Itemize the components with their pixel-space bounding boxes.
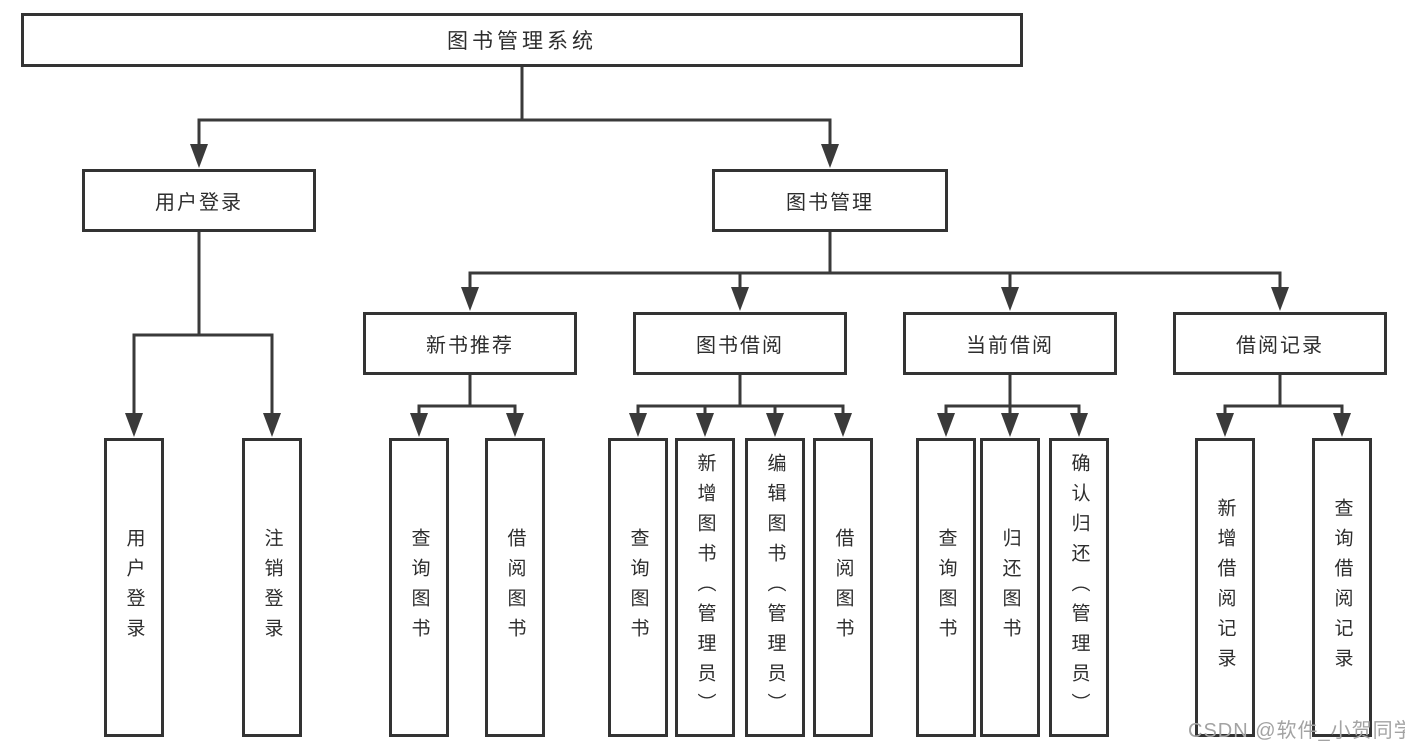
- arrowhead: [461, 287, 479, 311]
- leaf-user-login: 用户登录: [104, 438, 164, 737]
- node-label: 查询图书: [408, 527, 430, 648]
- arrowhead: [821, 144, 839, 168]
- leaf-confirm-return-admin: 确认归还（管理员）: [1049, 438, 1109, 737]
- arrowhead: [766, 413, 784, 437]
- arrowhead: [506, 413, 524, 437]
- node-label: 新书推荐: [426, 335, 514, 357]
- node-label: 查询借阅记录: [1331, 497, 1353, 678]
- arrowhead: [629, 413, 647, 437]
- csdn-watermark: CSDN @软件_小贺同学: [1188, 720, 1405, 742]
- node-label: 查询图书: [627, 527, 649, 648]
- node-label: 用户登录: [123, 527, 145, 648]
- arrowhead: [263, 413, 281, 437]
- node-label: 注销登录: [261, 527, 283, 648]
- leaf-add-book-admin: 新增图书（管理员）: [675, 438, 735, 737]
- arrowhead: [1070, 413, 1088, 437]
- arrowhead: [1333, 413, 1351, 437]
- node-label: 图书管理系统: [447, 30, 597, 53]
- leaf-edit-book-admin: 编辑图书（管理员）: [745, 438, 805, 737]
- leaf-query-books-recommend: 查询图书: [389, 438, 449, 737]
- arrowhead: [1001, 287, 1019, 311]
- arrowhead: [696, 413, 714, 437]
- node-label: 新增图书（管理员）: [694, 452, 716, 723]
- node-label: 确认归还（管理员）: [1068, 452, 1090, 723]
- node-book-borrow: 图书借阅: [633, 312, 847, 375]
- node-new-book-recommend: 新书推荐: [363, 312, 577, 375]
- node-root-system: 图书管理系统: [21, 13, 1023, 67]
- leaf-add-borrow-record: 新增借阅记录: [1195, 438, 1255, 737]
- leaf-logout: 注销登录: [242, 438, 302, 737]
- leaf-borrow-books-recommend: 借阅图书: [485, 438, 545, 737]
- arrowhead: [937, 413, 955, 437]
- connector-book-borrow-to-leaves: [629, 375, 852, 437]
- arrowhead: [834, 413, 852, 437]
- node-label: 查询图书: [935, 527, 957, 648]
- leaf-query-borrow-record: 查询借阅记录: [1312, 438, 1372, 737]
- node-label: 图书借阅: [696, 335, 784, 357]
- connector-current-borrow-to-leaves: [937, 375, 1088, 437]
- node-label: 借阅图书: [832, 527, 854, 648]
- arrowhead: [410, 413, 428, 437]
- arrowhead: [125, 413, 143, 437]
- node-label: 归还图书: [999, 527, 1021, 648]
- arrowhead: [1216, 413, 1234, 437]
- node-user-login: 用户登录: [82, 169, 316, 232]
- node-label: 借阅图书: [504, 527, 526, 648]
- node-current-borrow: 当前借阅: [903, 312, 1117, 375]
- node-label: 借阅记录: [1236, 335, 1324, 357]
- leaf-query-books-borrow: 查询图书: [608, 438, 668, 737]
- arrowhead: [1001, 413, 1019, 437]
- leaf-return-book: 归还图书: [980, 438, 1040, 737]
- connector-new-book-recommend-to-leaves: [410, 375, 524, 437]
- node-book-management: 图书管理: [712, 169, 948, 232]
- connector-user-login-to-leaves: [125, 231, 281, 437]
- connector-root-to-level2: [190, 66, 839, 168]
- node-label: 新增借阅记录: [1214, 497, 1236, 678]
- leaf-borrow-books: 借阅图书: [813, 438, 873, 737]
- arrowhead: [731, 287, 749, 311]
- arrowhead: [190, 144, 208, 168]
- node-label: 当前借阅: [966, 335, 1054, 357]
- connector-borrow-records-to-leaves: [1216, 375, 1351, 437]
- node-borrow-records: 借阅记录: [1173, 312, 1387, 375]
- leaf-query-books-current: 查询图书: [916, 438, 976, 737]
- node-label: 图书管理: [786, 192, 874, 214]
- connector-book-management-to-level3: [461, 231, 1289, 311]
- node-label: 用户登录: [155, 192, 243, 214]
- arrowhead: [1271, 287, 1289, 311]
- node-label: 编辑图书（管理员）: [764, 452, 786, 723]
